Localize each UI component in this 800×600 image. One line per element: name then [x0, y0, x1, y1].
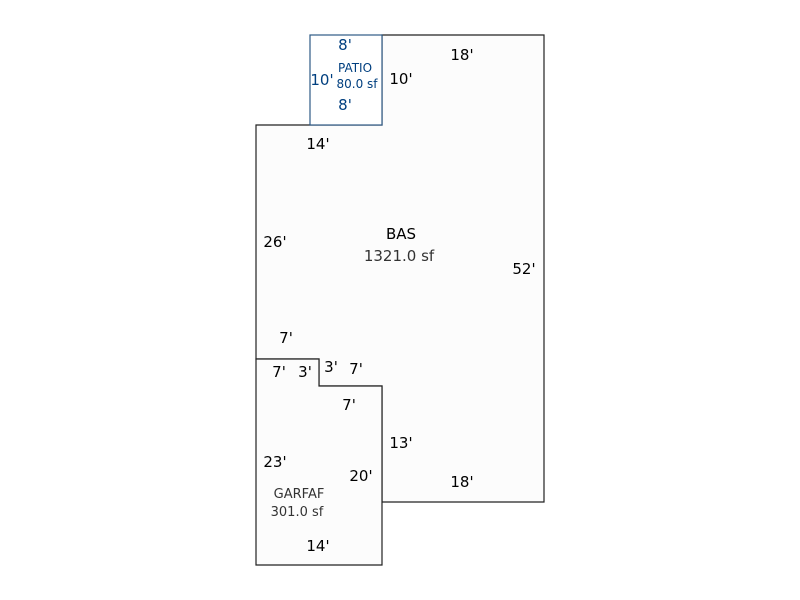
dim-bas-upper-left: 14'	[306, 135, 329, 153]
dim-bas-bottom-left: 13'	[389, 434, 412, 452]
dim-step-top-a: 7'	[272, 363, 286, 381]
dim-garage-bottom: 14'	[306, 537, 329, 555]
dim-bas-left: 26'	[263, 233, 286, 251]
patio-outline	[309, 34, 383, 126]
dim-garage-left: 23'	[263, 453, 286, 471]
patio-dim-bottom: 8'	[338, 96, 352, 114]
garage-outline	[255, 358, 383, 566]
dim-step-riser: 3'	[324, 358, 338, 376]
dim-step-run: 7'	[349, 360, 363, 378]
dim-bas-bottom: 18'	[450, 473, 473, 491]
patio-dim-left: 10'	[310, 71, 333, 89]
garage-name: GARFAF	[274, 487, 325, 502]
dim-garage-inner-top: 7'	[342, 396, 356, 414]
patio-dim-top: 8'	[338, 36, 352, 54]
patio-name: PATIO	[338, 61, 372, 75]
dim-bas-right: 52'	[512, 260, 535, 278]
bas-area: 1321.0 sf	[364, 247, 435, 265]
dim-bas-top: 18'	[450, 46, 473, 64]
patio-dim-right: 10'	[389, 70, 412, 88]
garage-area: 301.0 sf	[271, 505, 324, 520]
dim-garage-right: 20'	[349, 467, 372, 485]
dim-bas-lower-left: 7'	[279, 329, 293, 347]
bas-name: BAS	[386, 225, 416, 243]
dim-step-top-b: 3'	[298, 363, 312, 381]
patio-area: 80.0 sf	[336, 77, 378, 91]
